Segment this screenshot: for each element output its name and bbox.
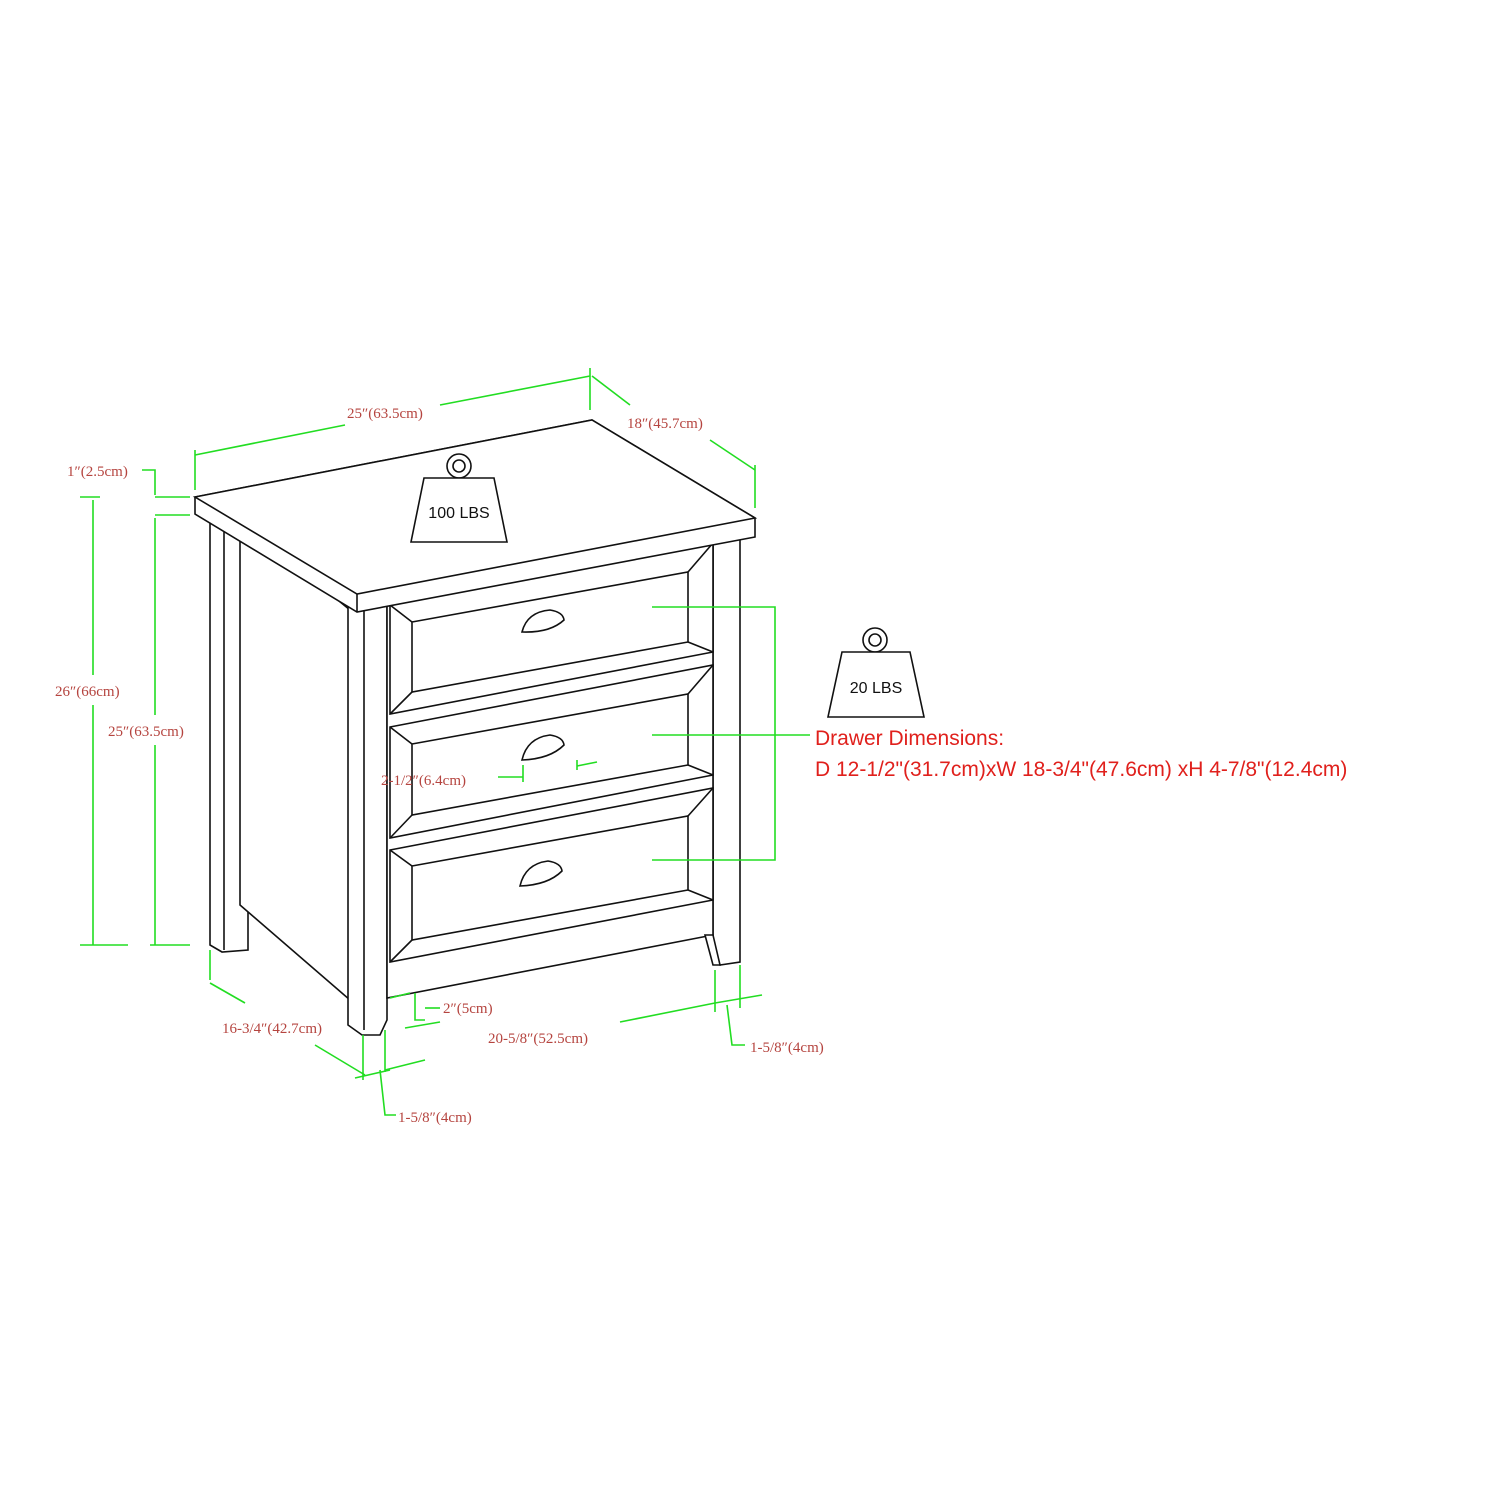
handle-icon	[520, 609, 565, 633]
front-left-leg	[347, 604, 388, 1036]
inner-width-label: 20-5/8″(52.5cm)	[488, 1031, 588, 1047]
side-depth-label: 16-3/4″(42.7cm)	[222, 1021, 322, 1037]
drawer-3	[389, 787, 714, 963]
drawer-dimensions-value: D 12-1/2"(31.7cm)xW 18-3/4"(47.6cm) xH 4…	[815, 758, 1347, 781]
drawer-1	[389, 542, 714, 715]
front-right-leg	[712, 534, 741, 966]
weight-100-icon: 100 LBS	[410, 453, 508, 543]
clearance-label: 2″(5cm)	[443, 1001, 493, 1017]
weight-drawer-label: 20 LBS	[850, 680, 902, 697]
handle-width-label: 2-1/2″(6.4cm)	[381, 773, 466, 789]
weight-20-icon: 20 LBS	[827, 627, 925, 718]
width-label: 25″(63.5cm)	[347, 406, 423, 422]
nightstand-drawing	[192, 419, 758, 1036]
depth-label: 18″(45.7cm)	[627, 416, 703, 432]
dimension-labels: 25″(63.5cm) 18″(45.7cm) 1″(2.5cm) 26″(66…	[55, 406, 1347, 1126]
total-height-label: 26″(66cm)	[55, 684, 120, 700]
left-leg-label: 1-5/8″(4cm)	[398, 1110, 472, 1126]
dimension-lines	[80, 368, 810, 1116]
right-leg-label: 1-5/8″(4cm)	[750, 1040, 824, 1056]
top-thickness-label: 1″(2.5cm)	[67, 464, 128, 480]
weight-top-label: 100 LBS	[428, 505, 489, 522]
drawer-dimensions-title: Drawer Dimensions:	[815, 727, 1004, 750]
drawer-2	[389, 664, 714, 839]
handle-icon	[518, 860, 563, 887]
body-height-label: 25″(63.5cm)	[108, 724, 184, 740]
handle-icon	[520, 734, 565, 761]
